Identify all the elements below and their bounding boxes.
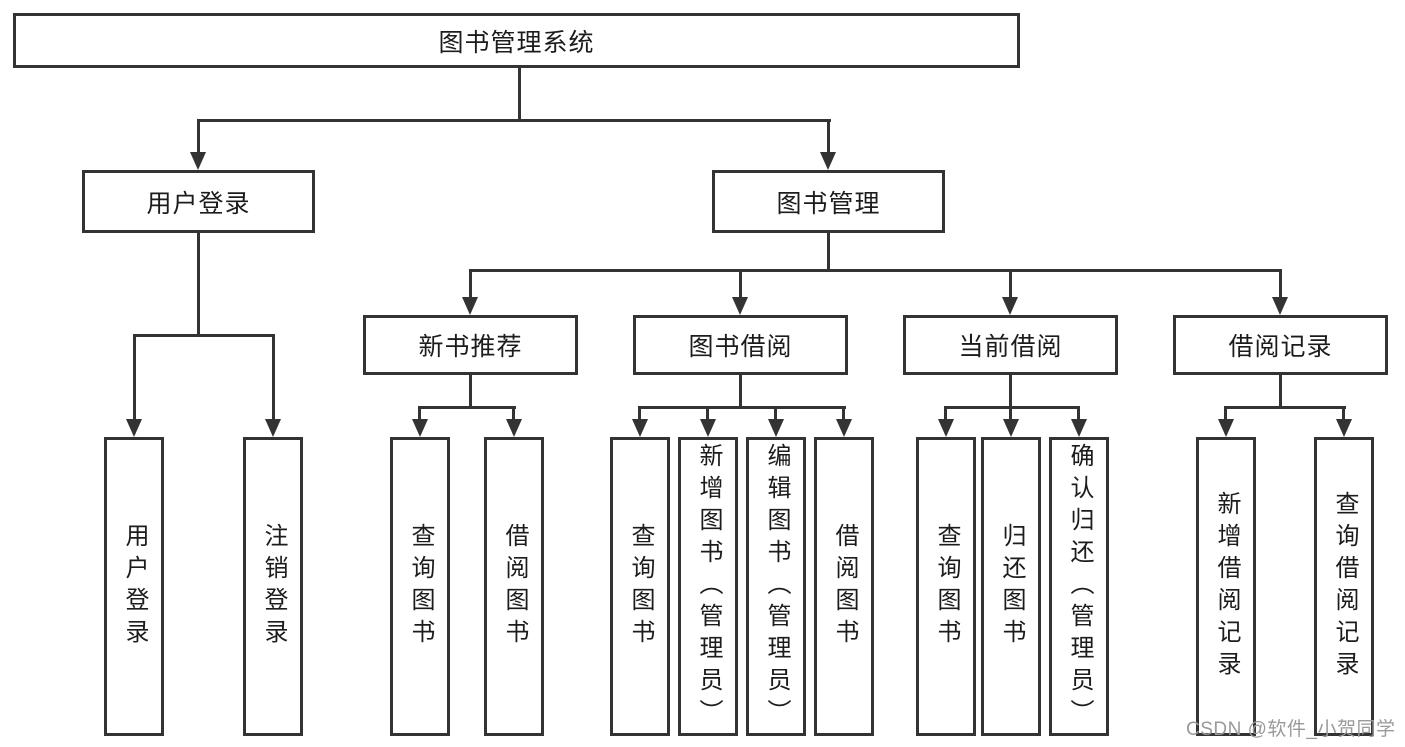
connector-stem	[1009, 406, 1012, 419]
node-new-books: 新书推荐	[363, 315, 578, 375]
arrow-down-icon	[820, 152, 836, 170]
connector-stem	[469, 269, 472, 297]
leaf-logout-label: 注销登录	[260, 522, 287, 651]
connector-records-branch	[1224, 406, 1346, 409]
connector-stem	[272, 334, 275, 419]
connector-stem	[706, 406, 709, 419]
connector-user-branch	[133, 334, 274, 337]
connector-bookborrow-trunk	[739, 375, 742, 407]
connector-user-trunk	[197, 233, 200, 335]
arrow-down-icon	[1336, 419, 1352, 437]
connector-stem	[418, 406, 421, 419]
arrow-down-icon	[506, 419, 522, 437]
connector-mgmt-branch	[469, 269, 1282, 272]
arrow-down-icon	[1272, 297, 1288, 315]
node-root-label: 图书管理系统	[438, 28, 595, 57]
leaf-current-return: 归还图书	[981, 437, 1041, 736]
connector-newbooks-branch	[418, 406, 516, 409]
leaf-bookborrow-query-label: 查询图书	[627, 522, 654, 651]
connector-stem	[1279, 269, 1282, 297]
connector-currentborrow-branch	[944, 406, 1080, 409]
node-borrow-records: 借阅记录	[1173, 315, 1388, 375]
arrow-down-icon	[1071, 419, 1087, 437]
node-user-login: 用户登录	[82, 170, 315, 233]
leaf-bookborrow-borrow: 借阅图书	[814, 437, 874, 736]
connector-bookborrow-branch	[638, 406, 846, 409]
leaf-current-return-label: 归还图书	[998, 522, 1025, 651]
connector-stem	[739, 269, 742, 297]
arrow-down-icon	[836, 419, 852, 437]
connector-stem	[638, 406, 641, 419]
node-book-mgmt-label: 图书管理	[776, 189, 881, 218]
arrow-down-icon	[938, 419, 954, 437]
leaf-user-login-label: 用户登录	[121, 522, 148, 651]
leaf-records-query: 查询借阅记录	[1314, 437, 1374, 736]
connector-stem	[842, 406, 845, 419]
connector-stem	[512, 406, 515, 419]
arrow-down-icon	[265, 419, 281, 437]
connector-stem	[944, 406, 947, 419]
connector-stem	[1009, 269, 1012, 297]
connector-stem	[1077, 406, 1080, 419]
connector-stem	[197, 119, 200, 153]
leaf-bookborrow-edit-label: 编辑图书（管理员）	[763, 442, 790, 731]
node-book-borrow: 图书借阅	[633, 315, 848, 375]
leaf-bookborrow-edit: 编辑图书（管理员）	[746, 437, 806, 736]
leaf-user-login: 用户登录	[104, 437, 164, 736]
connector-root-trunk	[518, 68, 521, 120]
arrow-down-icon	[632, 419, 648, 437]
connector-stem	[827, 119, 830, 153]
leaf-current-query: 查询图书	[916, 437, 976, 736]
arrow-down-icon	[768, 419, 784, 437]
node-book-borrow-label: 图书借阅	[688, 333, 793, 361]
leaf-logout: 注销登录	[243, 437, 303, 736]
leaf-newbooks-query-label: 查询图书	[407, 522, 434, 651]
arrow-down-icon	[462, 297, 478, 315]
leaf-bookborrow-add: 新增图书（管理员）	[678, 437, 738, 736]
arrow-down-icon	[412, 419, 428, 437]
leaf-records-query-label: 查询借阅记录	[1331, 490, 1358, 683]
node-root: 图书管理系统	[13, 13, 1020, 68]
leaf-current-confirm: 确认归还（管理员）	[1049, 437, 1109, 736]
connector-currentborrow-trunk	[1009, 375, 1012, 407]
connector-root-branch	[197, 119, 831, 122]
node-book-mgmt: 图书管理	[712, 170, 945, 233]
connector-stem	[1342, 406, 1345, 419]
arrow-down-icon	[190, 152, 206, 170]
connector-stem	[1224, 406, 1227, 419]
leaf-newbooks-borrow: 借阅图书	[484, 437, 544, 736]
leaf-newbooks-borrow-label: 借阅图书	[501, 522, 528, 651]
connector-stem	[133, 334, 136, 419]
leaf-bookborrow-borrow-label: 借阅图书	[831, 522, 858, 651]
arrow-down-icon	[126, 419, 142, 437]
connector-stem	[774, 406, 777, 419]
leaf-current-confirm-label: 确认归还（管理员）	[1066, 442, 1093, 731]
arrow-down-icon	[700, 419, 716, 437]
leaf-newbooks-query: 查询图书	[390, 437, 450, 736]
arrow-down-icon	[1003, 419, 1019, 437]
arrow-down-icon	[1218, 419, 1234, 437]
leaf-bookborrow-add-label: 新增图书（管理员）	[695, 442, 722, 731]
node-current-borrow-label: 当前借阅	[958, 333, 1063, 361]
leaf-records-add: 新增借阅记录	[1196, 437, 1256, 736]
connector-mgmt-trunk	[827, 233, 830, 270]
node-new-books-label: 新书推荐	[418, 333, 523, 361]
connector-records-trunk	[1279, 375, 1282, 407]
arrow-down-icon	[1002, 297, 1018, 315]
connector-newbooks-trunk	[469, 375, 472, 407]
csdn-watermark: CSDN @软件_小贺同学	[1186, 719, 1396, 740]
node-borrow-records-label: 借阅记录	[1228, 333, 1333, 361]
leaf-bookborrow-query: 查询图书	[610, 437, 670, 736]
arrow-down-icon	[732, 297, 748, 315]
node-user-login-label: 用户登录	[146, 189, 251, 218]
node-current-borrow: 当前借阅	[903, 315, 1118, 375]
leaf-records-add-label: 新增借阅记录	[1213, 490, 1240, 683]
leaf-current-query-label: 查询图书	[933, 522, 960, 651]
